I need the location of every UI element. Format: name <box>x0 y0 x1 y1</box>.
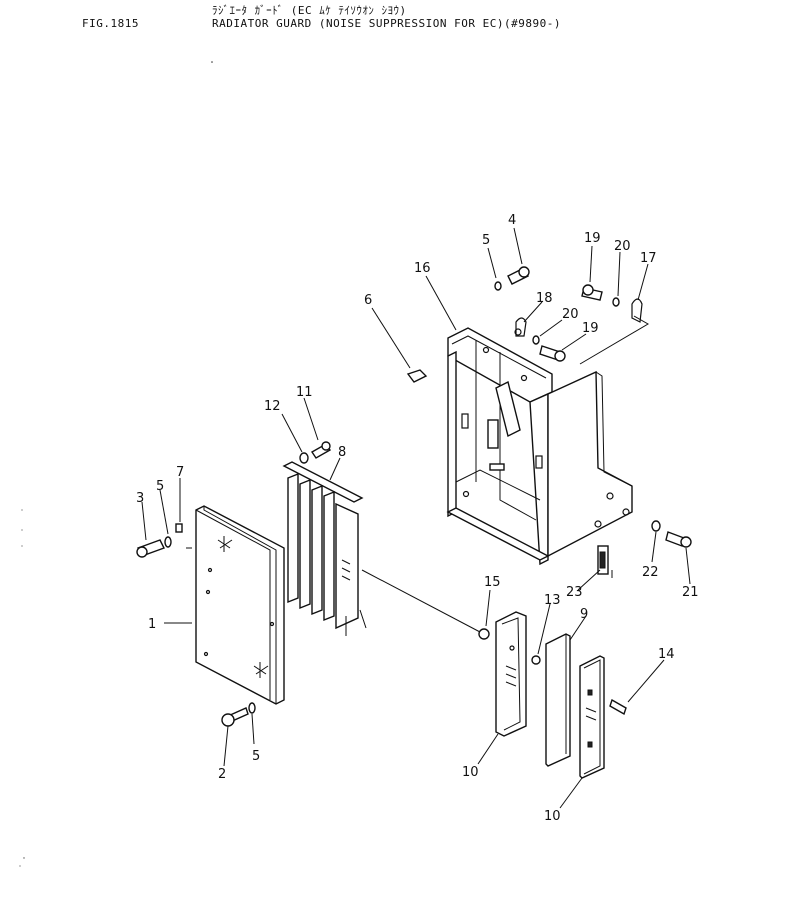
bolt-21 <box>665 531 692 548</box>
label-part-12: 12 <box>264 399 281 414</box>
cushion-13 <box>531 655 541 665</box>
bolt-2 <box>221 707 249 727</box>
label-part-14: 14 <box>658 647 675 662</box>
label-part-19-top: 19 <box>584 231 601 246</box>
clip-7 <box>175 523 183 533</box>
bolt-11 <box>311 441 331 459</box>
bolt-3 <box>136 539 165 558</box>
washer-5-left <box>164 536 172 548</box>
label-part-18: 18 <box>536 291 553 306</box>
label-part-3: 3 <box>136 491 144 506</box>
label-part-6: 6 <box>364 293 372 308</box>
nut-15 <box>478 628 490 640</box>
radiator-guard-frame <box>446 327 633 566</box>
label-part-13: 13 <box>544 593 561 608</box>
side-panel-left <box>495 611 527 737</box>
bolt-19-top <box>581 284 603 301</box>
label-part-5-left: 5 <box>156 479 164 494</box>
washer-5-bottom <box>248 702 256 714</box>
scan-specks <box>19 61 213 867</box>
vent-marks-lower <box>253 662 269 678</box>
label-part-7: 7 <box>176 465 184 480</box>
label-part-20-middle: 20 <box>562 307 579 322</box>
grommet-6 <box>406 369 428 383</box>
washer-22 <box>651 520 661 532</box>
bolt-4 <box>507 266 530 285</box>
label-part-9: 9 <box>580 607 588 622</box>
washer-20-middle <box>532 335 540 345</box>
label-part-19-middle: 19 <box>582 321 599 336</box>
side-panel-right <box>579 655 605 779</box>
label-part-17: 17 <box>640 251 657 266</box>
label-part-4: 4 <box>508 213 516 228</box>
part-labels: 1 2 3 5 7 5 12 11 8 6 16 5 4 18 20 19 19… <box>136 213 699 824</box>
front-cover <box>195 505 285 705</box>
label-part-22: 22 <box>642 565 659 580</box>
label-part-5-bottom: 5 <box>252 749 260 764</box>
label-part-10-right: 10 <box>544 809 561 824</box>
label-part-21: 21 <box>682 585 699 600</box>
label-part-1: 1 <box>148 617 156 632</box>
washer-12 <box>299 452 309 464</box>
label-part-10-left: 10 <box>462 765 479 780</box>
side-panel-middle <box>545 633 571 767</box>
figure-number: FIG.1815 <box>82 17 139 30</box>
bolt-19-middle <box>539 345 566 362</box>
label-part-15: 15 <box>484 575 501 590</box>
label-part-2: 2 <box>218 767 226 782</box>
washer-20-top <box>612 297 620 307</box>
clamp-18 <box>514 317 527 337</box>
label-part-5-top: 5 <box>482 233 490 248</box>
louver-assembly <box>282 461 367 636</box>
leader-lines <box>141 227 691 809</box>
diagram-title: RADIATOR GUARD (NOISE SUPPRESSION FOR EC… <box>212 17 562 30</box>
washer-5-top <box>494 281 502 291</box>
clamp-17 <box>631 298 643 323</box>
label-part-11: 11 <box>296 385 313 400</box>
label-part-8: 8 <box>338 445 346 460</box>
label-part-23: 23 <box>566 585 583 600</box>
bracket-23 <box>597 545 609 575</box>
label-part-20-top: 20 <box>614 239 631 254</box>
vent-marks-upper <box>217 536 233 552</box>
bolt-14 <box>609 698 627 716</box>
label-part-16: 16 <box>414 261 431 276</box>
japanese-title: ﾗｼﾞｴｰﾀ ｶﾞｰﾄﾞ (EC ﾑｹ ﾃｲｿｳｵﾝ ｼﾖｳ) <box>212 4 407 17</box>
